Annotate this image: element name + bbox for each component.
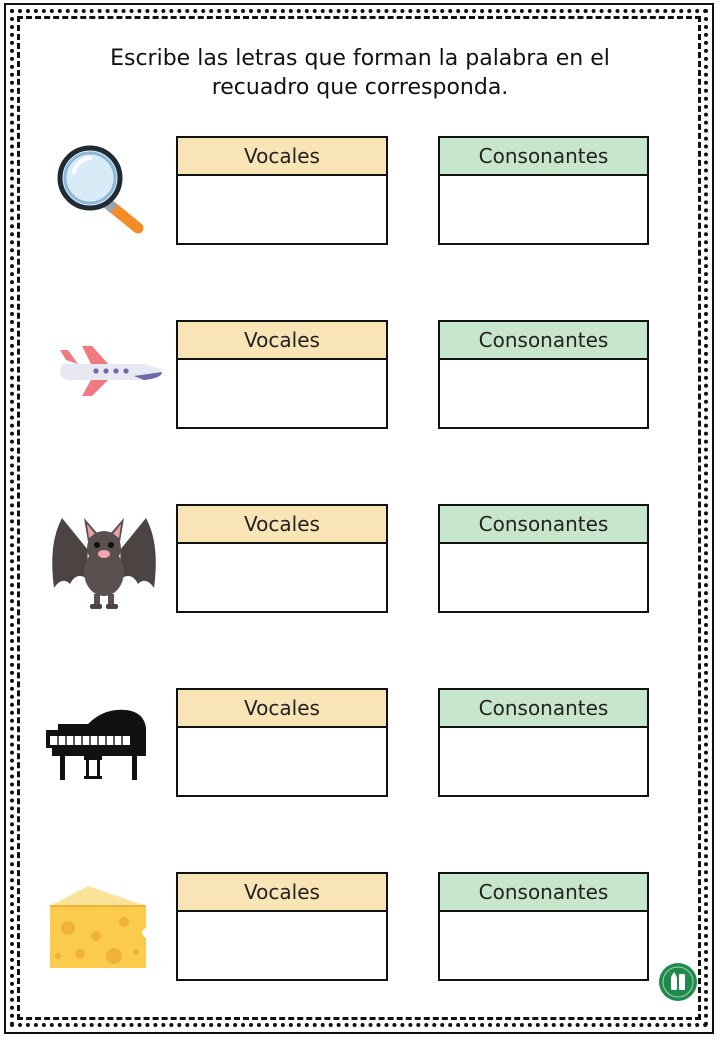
page-frame — [4, 3, 714, 1034]
consonants-answer-area[interactable] — [440, 728, 647, 795]
worksheet-row: Vocales Consonantes — [0, 688, 720, 800]
vowels-header: Vocales — [178, 874, 386, 912]
vowels-box: Vocales — [176, 136, 388, 245]
consonants-box: Consonantes — [438, 688, 649, 797]
consonants-box: Consonantes — [438, 504, 649, 613]
vowels-answer-area[interactable] — [178, 360, 386, 427]
worksheet-row: Vocales Consonantes — [0, 136, 720, 248]
dotted-border — [10, 9, 708, 1027]
vowels-answer-area[interactable] — [178, 176, 386, 243]
piano-icon — [44, 688, 164, 800]
consonants-box: Consonantes — [438, 320, 649, 429]
consonants-header: Consonantes — [440, 506, 647, 544]
consonants-header: Consonantes — [440, 690, 647, 728]
cheese-icon — [44, 872, 164, 984]
vowels-header: Vocales — [178, 690, 386, 728]
consonants-answer-area[interactable] — [440, 176, 647, 243]
consonants-header: Consonantes — [440, 874, 647, 912]
consonants-header: Consonantes — [440, 322, 647, 360]
consonants-box: Consonantes — [438, 872, 649, 981]
dashed-border — [17, 16, 701, 1020]
vowels-answer-area[interactable] — [178, 728, 386, 795]
vowels-box: Vocales — [176, 872, 388, 981]
vowels-answer-area[interactable] — [178, 544, 386, 611]
consonants-header: Consonantes — [440, 138, 647, 176]
consonants-box: Consonantes — [438, 136, 649, 245]
vowels-box: Vocales — [176, 688, 388, 797]
vowels-box: Vocales — [176, 320, 388, 429]
bat-icon — [44, 504, 164, 616]
instructions-line-1: Escribe las letras que forman la palabra… — [110, 46, 610, 71]
worksheet-row: Vocales Consonantes — [0, 504, 720, 616]
magnifying-glass-icon — [44, 136, 164, 248]
vowels-header: Vocales — [178, 322, 386, 360]
consonants-answer-area[interactable] — [440, 360, 647, 427]
vowels-header: Vocales — [178, 506, 386, 544]
worksheet-row: Vocales Consonantes — [0, 320, 720, 432]
vowels-header: Vocales — [178, 138, 386, 176]
vowels-answer-area[interactable] — [178, 912, 386, 979]
airplane-icon — [44, 320, 164, 432]
logo-badge-icon — [658, 962, 698, 1002]
consonants-answer-area[interactable] — [440, 544, 647, 611]
consonants-answer-area[interactable] — [440, 912, 647, 979]
worksheet-row: Vocales Consonantes — [0, 872, 720, 984]
vowels-box: Vocales — [176, 504, 388, 613]
instructions-line-2: recuadro que corresponda. — [211, 75, 509, 100]
instructions: Escribe las letras que forman la palabra… — [60, 44, 660, 102]
